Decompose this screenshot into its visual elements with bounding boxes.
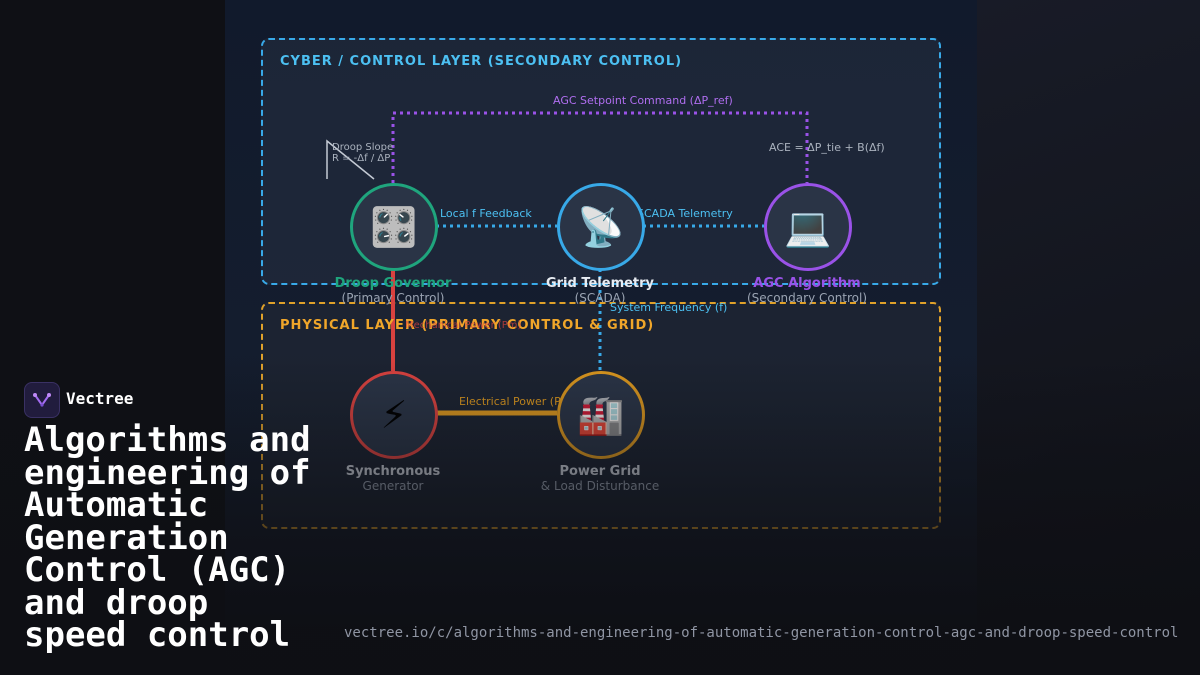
droop-governor-title: Droop Governor (334, 276, 452, 291)
grid-telemetry-title: Grid Telemetry (545, 276, 655, 291)
physical-layer-title: PHYSICAL LAYER (PRIMARY CONTROL & GRID) (280, 318, 655, 333)
brand-name: Vectree (66, 389, 134, 408)
local-feedback-label: Local f Feedback (440, 207, 532, 220)
agc-algorithm-title: AGC Algorithm (753, 276, 861, 291)
power-grid-subtitle: & Load Disturbance (540, 479, 660, 493)
laptop-icon: 💻 (764, 183, 852, 271)
scada-telemetry-label: SCADA Telemetry (637, 207, 733, 220)
mechanical-power-label: Mechanical Power (Pm) (405, 320, 522, 331)
agc-setpoint-label: AGC Setpoint Command (ΔP_ref) (553, 94, 733, 107)
droop-slope-glyph (326, 139, 375, 180)
electrical-power-label: Electrical Power (P) (459, 395, 566, 408)
page-title: Algorithms and engineering of Automatic … (24, 420, 311, 655)
ace-formula-label: ACE = ΔP_tie + B(Δf) (769, 141, 885, 154)
vectree-logo-icon (24, 382, 60, 418)
droop-slope-label: Droop Slope (332, 142, 394, 153)
system-frequency-label: System Frequency (f) (610, 301, 728, 314)
grid-telemetry-subtitle: (SCADA) (574, 291, 626, 305)
droop-governor-subtitle: (Primary Control) (341, 291, 445, 305)
lightning-icon: ⚡ (350, 371, 438, 459)
factory-icon: 🏭 (557, 371, 645, 459)
agc-setpoint-wire (391, 111, 809, 183)
agc-algorithm-subtitle: (Secondary Control) (746, 291, 868, 305)
power-grid-title: Power Grid (559, 464, 641, 479)
droop-slope-formula: R = -Δf / ΔP (332, 153, 391, 164)
page-url[interactable]: vectree.io/c/algorithms-and-engineering-… (344, 625, 1179, 641)
control-knobs-icon: 🎛️ (350, 183, 438, 271)
cyber-layer-title: CYBER / CONTROL LAYER (SECONDARY CONTROL… (280, 54, 683, 69)
satellite-dish-icon: 📡 (557, 183, 645, 271)
